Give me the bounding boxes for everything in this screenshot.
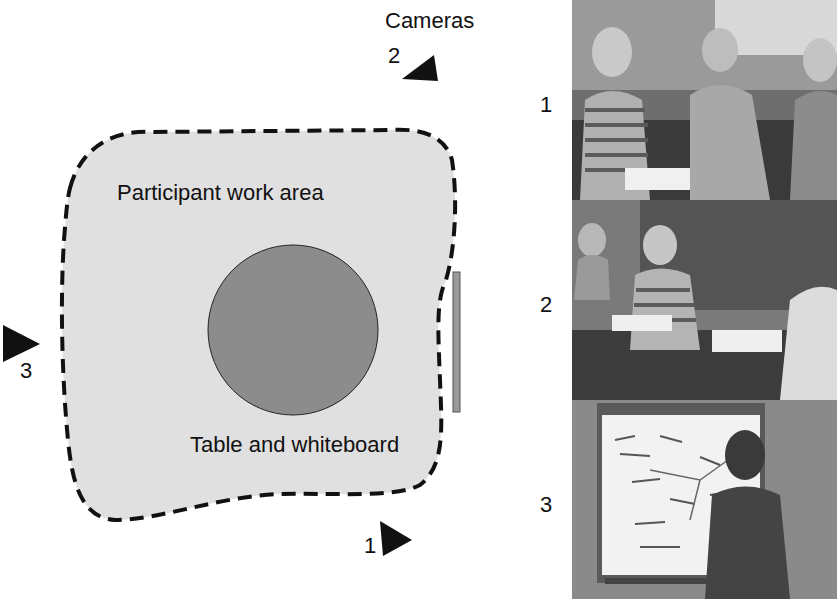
area-label: Table and whiteboard — [190, 432, 399, 457]
camera-marker — [402, 55, 438, 81]
work-area-outline — [62, 130, 455, 520]
callout-number: 2 — [540, 292, 552, 317]
camera-marker — [380, 521, 412, 556]
callout-number: 3 — [20, 358, 32, 383]
callout-number: 3 — [540, 492, 552, 517]
callout-number: 1 — [364, 533, 376, 558]
region-title: Participant work area — [117, 180, 324, 205]
table-circle — [208, 245, 378, 415]
callout-number: 2 — [388, 43, 400, 68]
whiteboard-bar — [453, 272, 460, 412]
camera-photo — [572, 200, 837, 400]
caption-text: Cameras — [385, 8, 474, 33]
camera-photo — [572, 400, 837, 599]
camera-photo — [572, 0, 837, 200]
callout-number: 1 — [540, 92, 552, 117]
work-area-region: Participant work area — [58, 125, 460, 525]
camera-marker — [3, 325, 40, 362]
